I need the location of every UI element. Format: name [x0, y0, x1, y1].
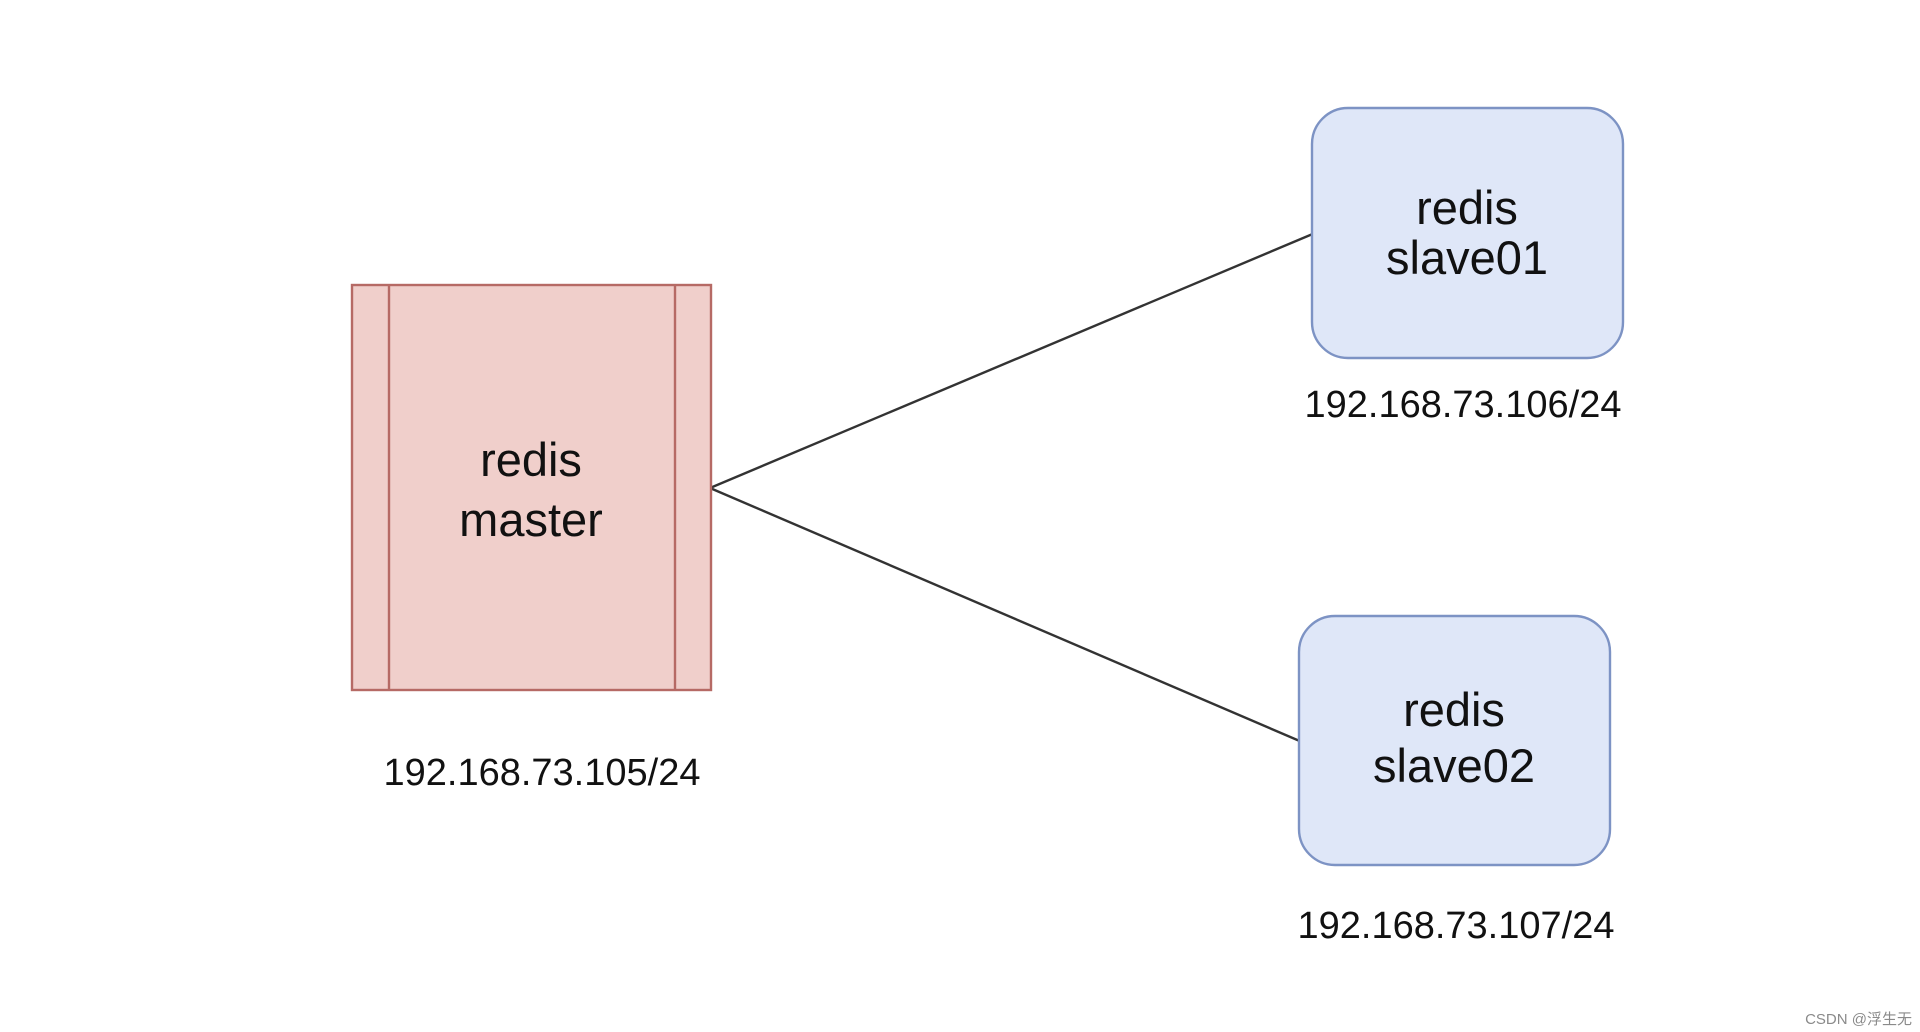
- master-node-label-line1: redis: [480, 433, 582, 486]
- connector-master-slave01: [709, 231, 1316, 490]
- slave01-node-label-line2: slave01: [1386, 231, 1548, 284]
- slave01-ip-label: 192.168.73.106/24: [1305, 384, 1622, 426]
- redis-slave02-node: redis slave02: [1297, 614, 1612, 867]
- redis-master-node: redis master: [350, 283, 713, 692]
- slave02-node-body: [1297, 614, 1612, 867]
- slave02-ip-label: 192.168.73.107/24: [1298, 905, 1615, 947]
- slave01-node-label-line1: redis: [1416, 181, 1518, 234]
- connector-master-slave02: [709, 486, 1303, 744]
- slave02-node-label-line2: slave02: [1373, 739, 1535, 792]
- master-ip-label: 192.168.73.105/24: [384, 752, 701, 794]
- slave02-node-label-line1: redis: [1403, 683, 1505, 736]
- slave01-node-body: [1310, 106, 1625, 360]
- csdn-watermark: CSDN @浮生无: [1805, 1011, 1912, 1028]
- redis-slave01-node: redis slave01: [1310, 106, 1625, 360]
- master-node-label-line2: master: [459, 493, 603, 546]
- master-node-body: [350, 283, 713, 692]
